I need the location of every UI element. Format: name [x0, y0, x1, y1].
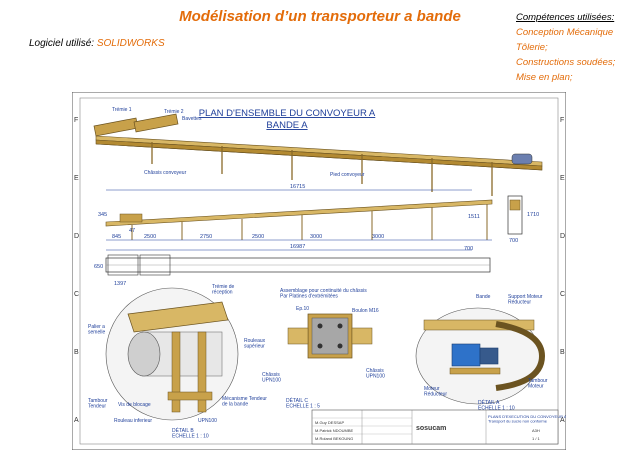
dim-left-47: 47 — [129, 228, 135, 234]
skills-heading: Compétences utilisées: — [516, 12, 615, 23]
software-line: Logiciel utilisé: SOLIDWORKS — [29, 38, 165, 49]
conveyor-side-view — [105, 189, 523, 251]
plan-title: PLANS D'EXECUTION DU CONVOYEUR A BANDE A… — [488, 414, 566, 423]
row-letter: D — [560, 233, 565, 240]
dim-overall-bottom: 16987 — [290, 244, 305, 250]
dim-w-1397: 1397 — [114, 281, 126, 287]
software-value: SOLIDWORKS — [96, 38, 165, 49]
label-pied-convoyeur: Pied convoyeur — [330, 172, 365, 178]
skill-item: Mise en plan; — [516, 72, 573, 83]
row-letter: B — [560, 349, 565, 356]
dim-w-700: 700 — [509, 238, 518, 244]
dim-segment: 2750 — [200, 234, 212, 240]
conveyor-top-view — [105, 254, 491, 276]
dim-h-1710: 1710 — [527, 212, 539, 218]
drawing-title-line2: BANDE A — [266, 120, 308, 131]
label-upn100: UPN100 — [198, 418, 217, 424]
row-letter: E — [560, 175, 565, 182]
dim-w-700b: 700 — [464, 246, 473, 252]
skill-item: Constructions soudées; — [516, 57, 616, 68]
label-tremie2: Trémie 2 — [164, 109, 184, 115]
software-label: Logiciel utilisé: — [29, 38, 95, 49]
label-ep10: Ep.10 — [296, 306, 309, 312]
format: A3H — [532, 428, 540, 433]
row-letter: B — [74, 349, 79, 356]
detail-b-view — [105, 287, 239, 421]
label-vis-blocage: Vis de blocage — [118, 402, 151, 408]
dim-h-345: 345 — [98, 212, 107, 218]
label-tremie1: Trémie 1 — [112, 107, 132, 113]
row-letter: A — [74, 417, 79, 424]
row-letter: A — [560, 417, 565, 424]
dim-segment: 3000 — [372, 234, 384, 240]
row-letter: F — [560, 117, 564, 124]
drawing-title-line1: PLAN D'ENSEMBLE DU CONVOYEUR A — [199, 108, 376, 119]
label-bavettes: Bavettes — [182, 116, 202, 122]
label-bande: Bande — [476, 294, 491, 300]
label-rouleau-inferieur: Rouleau inferieur — [114, 418, 152, 424]
company-logo-text: sosucam — [416, 425, 446, 432]
dim-h-1511: 1511 — [468, 214, 480, 220]
engineering-drawing: F E D C B A F E D C B A PLAN D'ENSEMBLE … — [72, 92, 566, 450]
detail-a-view — [415, 307, 546, 405]
author: M.Roland BEKOUNG — [315, 436, 353, 441]
detail-c-view — [287, 313, 373, 359]
sheet: 1 / 1 — [532, 436, 541, 441]
row-letter: C — [560, 291, 565, 298]
dim-segment: 2500 — [144, 234, 156, 240]
conveyor-isometric — [93, 113, 543, 196]
title-block — [311, 409, 559, 445]
row-letter: F — [74, 117, 78, 124]
skill-item: Tôlerie; — [516, 42, 548, 53]
skill-item: Conception Mécanique — [516, 27, 614, 38]
dim-h-650: 650 — [94, 264, 103, 270]
row-letter: D — [74, 233, 79, 240]
author: M.Guy DESSAP — [315, 420, 344, 425]
page-title: Modélisation d’un transporteur a bande — [179, 8, 461, 25]
author: M.Patrick NDOUMBE — [315, 428, 354, 433]
skills-list: Compétences utilisées: Conception Mécani… — [516, 10, 615, 85]
label-boulon: Boulon M16 — [352, 308, 379, 314]
label-chassis-convoyeur: Châssis convoyeur — [144, 170, 187, 176]
row-letter: C — [74, 291, 79, 298]
row-letter: E — [74, 175, 79, 182]
dim-overall-top: 16715 — [290, 184, 305, 190]
dim-left-845: 845 — [112, 234, 121, 240]
dim-segment: 3000 — [310, 234, 322, 240]
dim-segment: 2500 — [252, 234, 264, 240]
